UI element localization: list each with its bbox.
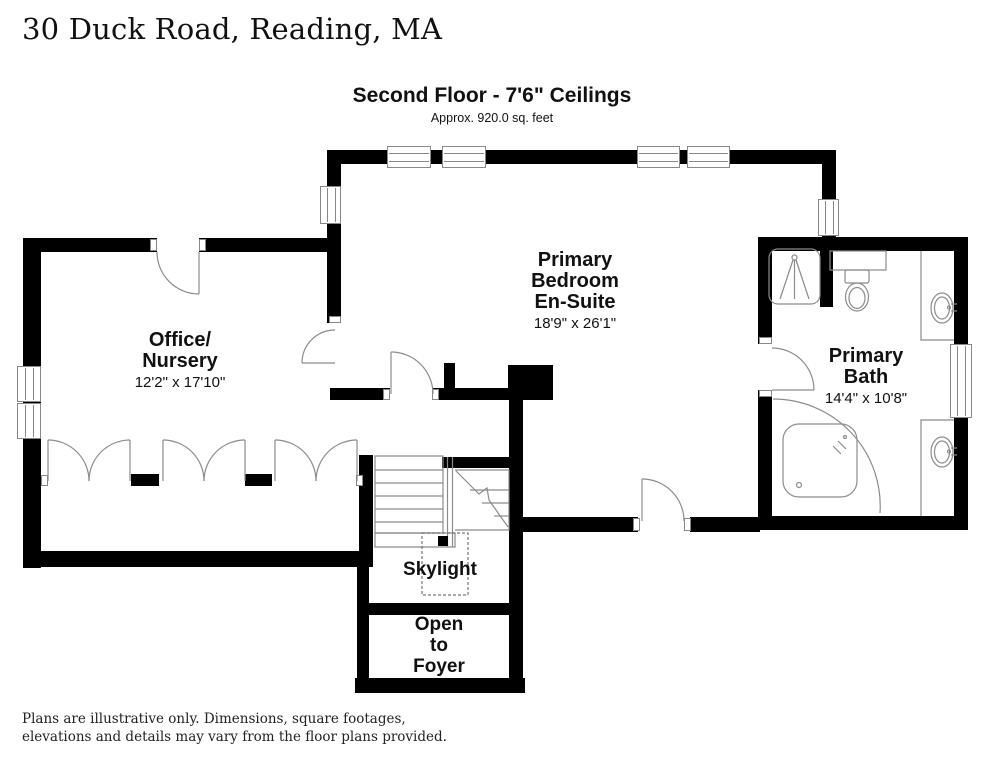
wall xyxy=(245,474,272,486)
wall xyxy=(359,455,373,566)
bath-name-line2: Bath xyxy=(843,366,889,388)
door-jamb xyxy=(356,475,363,486)
bedroom-dimensions: 18'9" x 26'1" xyxy=(533,315,617,332)
door-arc-corridor-storage xyxy=(641,478,685,522)
wall xyxy=(23,551,373,567)
door-jamb xyxy=(199,239,206,251)
skylight-label: Skylight xyxy=(403,559,477,580)
office-name-line2: Nursery xyxy=(142,350,218,372)
foyer-label-line3: Foyer xyxy=(413,656,465,677)
chimney xyxy=(508,365,553,400)
foyer-label-line2: to xyxy=(430,635,448,656)
stair-direction-arrow xyxy=(455,470,509,528)
window xyxy=(17,366,41,402)
door-jamb xyxy=(432,389,439,400)
wall xyxy=(690,517,760,532)
office-dimensions: 12'2" x 17'10" xyxy=(134,374,226,391)
wall xyxy=(327,150,341,323)
plan-heading-area: Approx. 920.0 sq. feet xyxy=(430,111,554,125)
disclaimer-line2: elevations and details may vary from the… xyxy=(22,728,447,745)
plan-heading: Second Floor - 7'6" Ceilings Approx. 920… xyxy=(292,84,692,125)
stair-railing xyxy=(438,457,454,547)
door-arc-bedroom-entry xyxy=(390,351,434,395)
wall xyxy=(444,363,455,400)
door-arc-office xyxy=(156,251,200,295)
disclaimer-line1: Plans are illustrative only. Dimensions,… xyxy=(22,711,406,727)
door-jamb xyxy=(383,389,390,400)
door-jamb xyxy=(41,475,48,486)
wall xyxy=(363,603,511,615)
wall xyxy=(822,234,836,242)
page-title: 30 Duck Road, Reading, MA xyxy=(22,12,443,46)
bedroom-name-line3: En-Suite xyxy=(534,291,616,313)
wall xyxy=(199,238,341,252)
wall xyxy=(355,678,525,693)
shower-fixture xyxy=(768,248,821,305)
door-jamb xyxy=(633,518,640,531)
wall xyxy=(522,517,638,532)
wall xyxy=(330,388,390,400)
foyer-label: Open to Foyer xyxy=(379,614,499,677)
wall xyxy=(23,238,157,252)
bathtub-fixture xyxy=(772,398,881,514)
bath-name-line1: Primary xyxy=(828,345,904,367)
wall xyxy=(760,237,968,251)
closet-double-doors xyxy=(47,439,358,482)
door-jamb xyxy=(684,518,691,531)
wall xyxy=(357,564,369,693)
bath-dimensions: 14'4" x 10'8" xyxy=(824,390,908,407)
office-label: Office/ Nursery 12'2" x 17'10" xyxy=(80,329,280,392)
window xyxy=(687,146,730,168)
wall xyxy=(822,150,836,202)
door-jamb xyxy=(329,316,341,323)
bath-label: Primary Bath 14'4" x 10'8" xyxy=(786,345,946,408)
bedroom-name-line2: Bedroom xyxy=(531,270,619,292)
window xyxy=(818,199,839,236)
office-name-line1: Office/ xyxy=(148,329,212,351)
bedroom-name-line1: Primary xyxy=(537,249,613,271)
toilet-fixture xyxy=(829,250,887,312)
bedroom-label: Primary Bedroom En-Suite 18'9" x 26'1" xyxy=(495,249,655,333)
window xyxy=(442,146,486,168)
door-jamb xyxy=(759,337,772,344)
wall xyxy=(758,390,772,530)
window xyxy=(320,186,341,224)
window xyxy=(950,344,972,418)
stairs xyxy=(374,455,510,548)
sink-fixture-top xyxy=(920,251,957,341)
window xyxy=(17,403,41,439)
sink-fixture-bottom xyxy=(920,419,957,516)
wall xyxy=(131,474,159,486)
door-arc-office-bedroom xyxy=(301,329,336,364)
foyer-label-line1: Open xyxy=(414,614,464,635)
window xyxy=(387,146,431,168)
wall xyxy=(509,398,523,693)
wall xyxy=(758,237,772,344)
wall xyxy=(820,249,833,307)
plan-heading-title: Second Floor - 7'6" Ceilings xyxy=(352,84,632,107)
window xyxy=(637,146,680,168)
door-jamb xyxy=(759,390,772,397)
wall xyxy=(442,457,509,468)
door-jamb xyxy=(150,239,157,251)
disclaimer: Plans are illustrative only. Dimensions,… xyxy=(22,711,447,746)
wall xyxy=(758,516,968,530)
